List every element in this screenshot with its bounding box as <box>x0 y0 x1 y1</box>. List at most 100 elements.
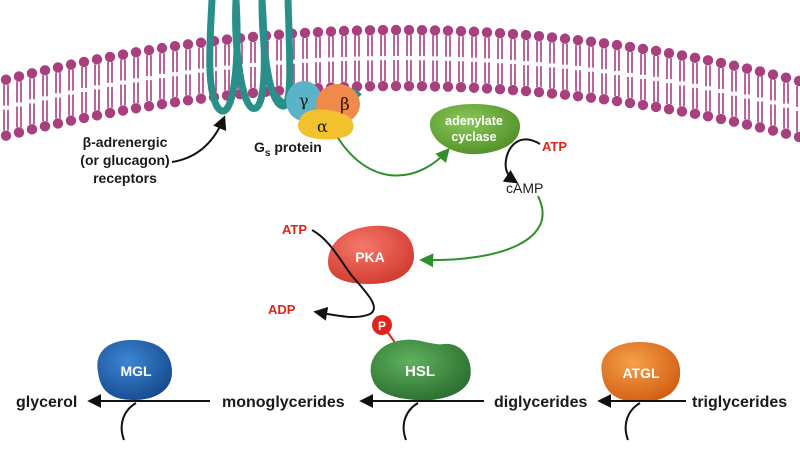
hsl-enzyme: HSL <box>370 339 471 401</box>
lipid-head <box>507 28 519 40</box>
lipid-head <box>767 69 779 80</box>
lipid-head <box>663 47 675 59</box>
lipid-head <box>455 25 467 37</box>
alpha-label: α <box>317 117 328 136</box>
lipid-head <box>390 80 402 92</box>
lipid-head <box>169 97 181 108</box>
lipid-head <box>741 63 753 74</box>
atgl-water-curve <box>624 402 641 441</box>
lipid-head <box>442 81 454 92</box>
lipid-head <box>715 113 727 125</box>
mgl-water-curve <box>120 402 137 441</box>
lipid-head <box>299 27 311 39</box>
lipid-head <box>494 84 506 95</box>
lipid-head <box>364 25 376 36</box>
lipid-head <box>611 95 623 107</box>
lipid-head <box>468 26 480 37</box>
lipid-head <box>650 45 662 57</box>
lipid-head <box>143 100 155 112</box>
lipid-head <box>507 84 519 96</box>
lipid-head <box>572 34 584 46</box>
lipid-head <box>130 47 142 58</box>
lipid-head <box>390 24 402 36</box>
lipid-head <box>377 80 389 92</box>
lipid-head <box>676 50 688 61</box>
hsl-water-curve <box>402 402 419 441</box>
adp-label: ADP <box>268 302 296 317</box>
lipid-head <box>429 25 441 36</box>
lipid-head <box>559 33 571 44</box>
lipid-head <box>78 112 90 124</box>
pka-enzyme: PKA <box>328 225 414 284</box>
lipid-head <box>572 90 584 102</box>
lipid-head <box>325 26 337 37</box>
lipid-head <box>0 74 12 85</box>
lipid-head <box>611 39 623 51</box>
lipid-head <box>520 29 532 41</box>
lipid-head <box>585 36 597 47</box>
lipid-head <box>377 24 389 36</box>
lipid-head <box>403 24 415 36</box>
lipid-head <box>117 105 129 116</box>
lipid-head <box>676 106 688 117</box>
lipid-head <box>182 95 194 106</box>
lipid-head <box>416 24 428 36</box>
lipid-head <box>143 44 155 56</box>
camp-to-pka-arrow <box>419 195 544 268</box>
gs-to-adenylate-cyclase-arrow <box>337 137 450 177</box>
beta-label: β <box>340 95 350 115</box>
lipid-head <box>624 97 636 109</box>
lipid-head <box>481 27 493 38</box>
lipid-head <box>520 85 532 97</box>
atp-to-adp-arrow <box>311 229 375 321</box>
lipid-head <box>39 121 51 132</box>
lipid-head <box>312 26 324 38</box>
lipid-head <box>156 42 168 54</box>
receptor-label-line2: (or glucagon) <box>80 152 169 168</box>
lipid-head <box>442 25 454 36</box>
gs-protein: γ β α Gs protein <box>254 81 362 159</box>
lipid-head <box>481 83 493 94</box>
gs-protein-label: Gs protein <box>254 139 322 159</box>
monoglycerides-label: monoglycerides <box>222 394 345 411</box>
lipid-head <box>13 71 25 82</box>
lipid-head <box>195 93 207 104</box>
atgl-shape <box>601 342 681 402</box>
lipid-head <box>104 51 116 63</box>
lipid-head <box>637 43 649 55</box>
lipid-head <box>715 57 727 69</box>
adenylate-cyclase-shape <box>429 104 520 155</box>
lipid-head <box>13 127 25 138</box>
receptor-label-line1: β-adrenergic <box>83 134 168 150</box>
lipid-head <box>559 89 571 100</box>
lipid-head <box>429 81 441 92</box>
lipid-head <box>533 86 545 98</box>
lipid-head <box>702 55 714 66</box>
lipid-head <box>546 88 558 99</box>
atp-label-ac: ATP <box>542 139 567 154</box>
lipid-head <box>104 107 116 119</box>
receptor-label-line3: receptors <box>93 170 157 186</box>
hsl-shape <box>370 339 471 401</box>
lipid-head <box>65 115 77 126</box>
lipid-head <box>533 30 545 42</box>
lipid-head <box>689 108 701 120</box>
lipid-head <box>767 125 779 136</box>
lipid-head <box>117 49 129 60</box>
lipid-head <box>754 66 766 77</box>
lipid-head <box>0 130 12 141</box>
lipid-head <box>39 65 51 76</box>
lipid-head <box>182 39 194 50</box>
lipid-head <box>598 38 610 49</box>
diglycerides-label: diglycerides <box>494 394 587 411</box>
lipid-head <box>793 75 800 87</box>
lipid-head <box>221 34 233 45</box>
atgl-label: ATGL <box>622 365 660 381</box>
adenylate-cyclase: adenylate cyclase <box>429 104 520 155</box>
lipid-head <box>91 110 103 121</box>
lipid-head <box>403 80 415 92</box>
lipid-head <box>637 99 649 111</box>
triglycerides-label: triglycerides <box>692 394 787 411</box>
phosphate-label: P <box>378 319 386 333</box>
